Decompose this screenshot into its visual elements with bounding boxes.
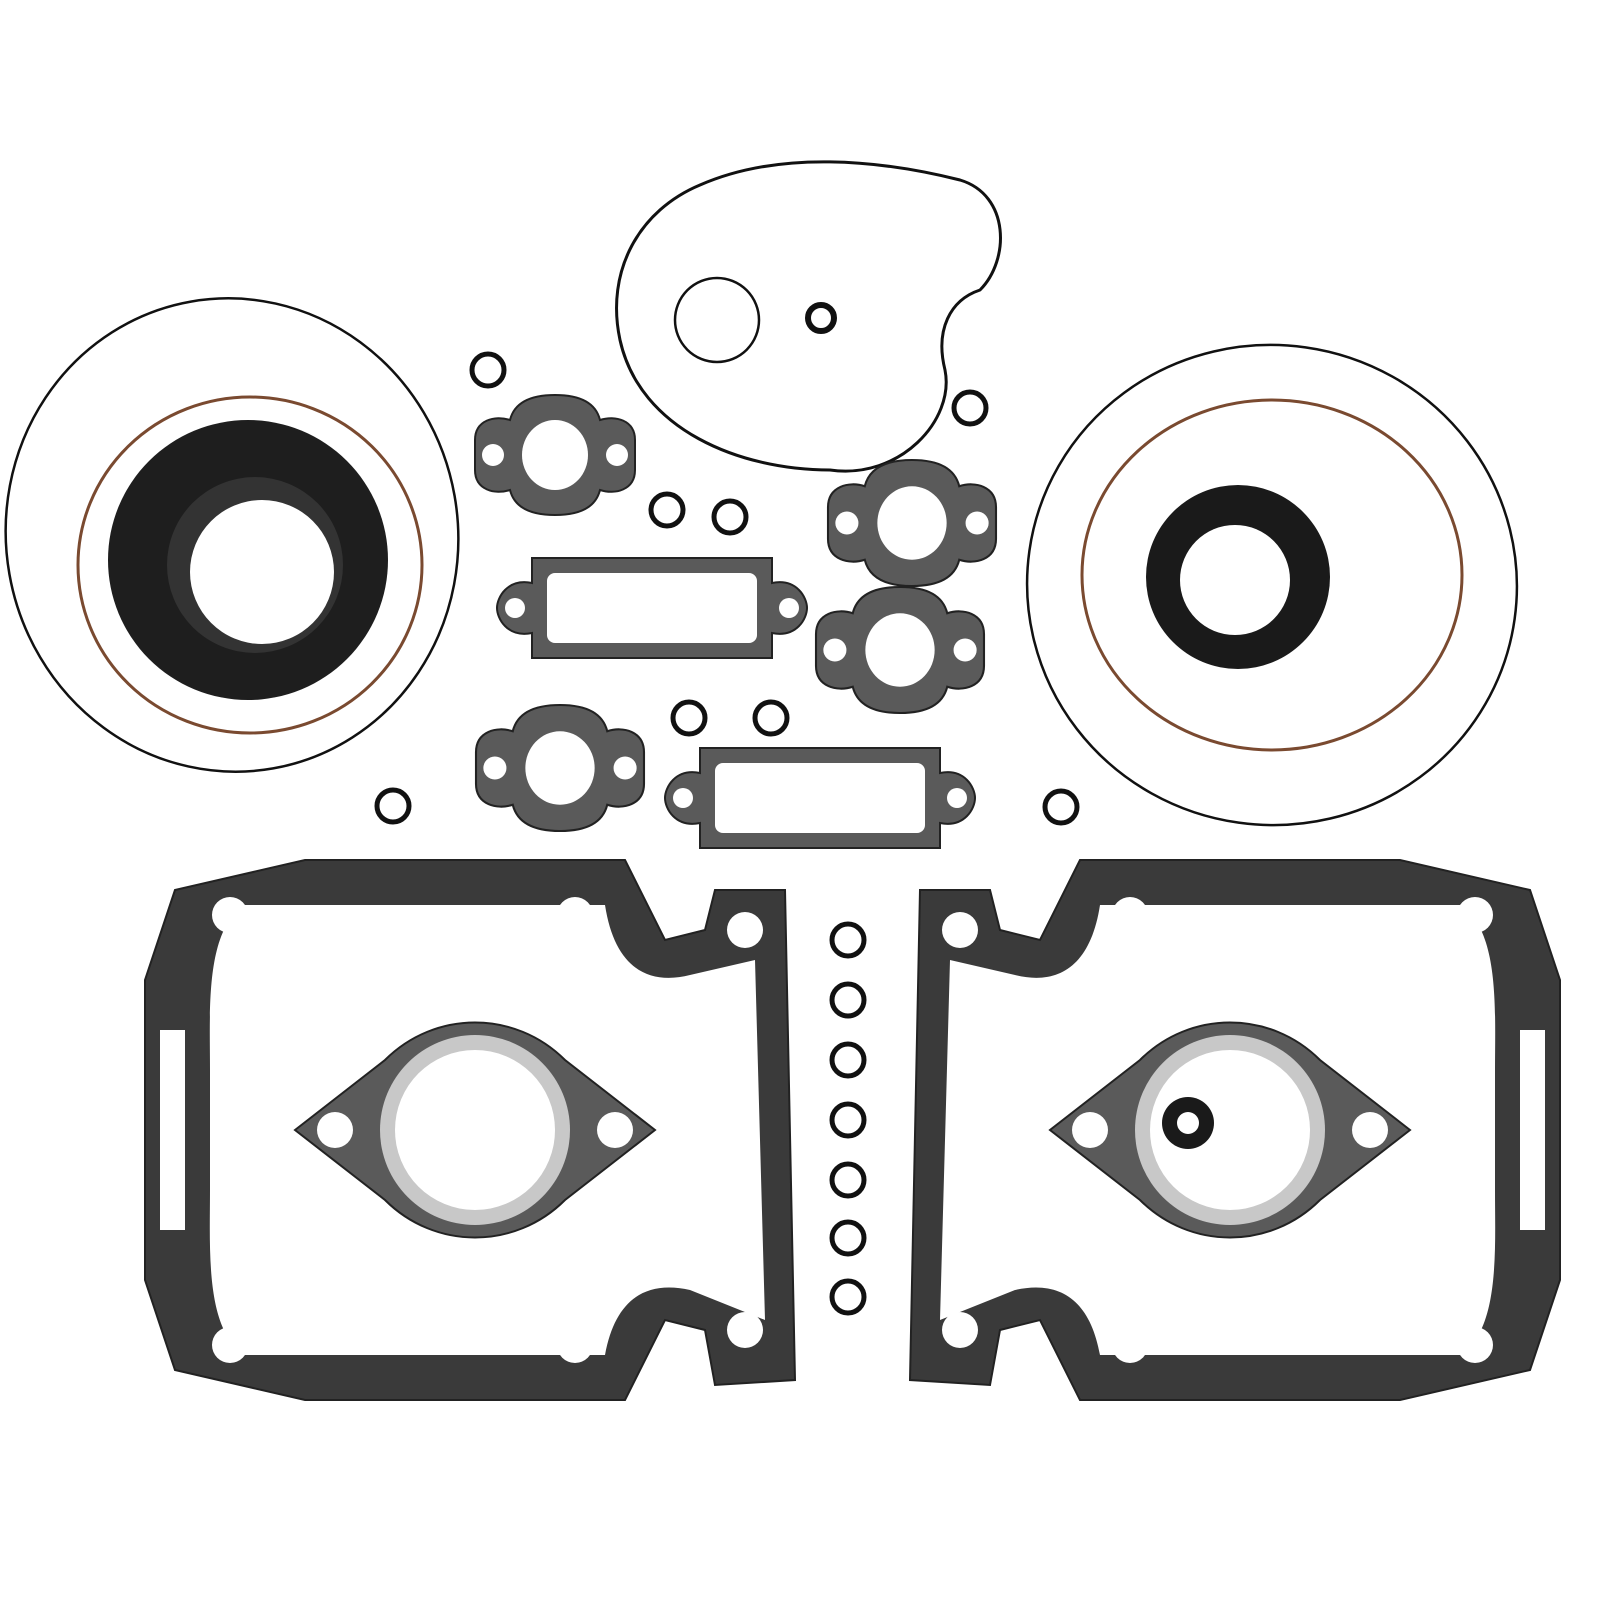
small-oring [648, 491, 686, 529]
right-copper-ring [1080, 398, 1464, 752]
intake-gasket [814, 585, 986, 715]
bolt-hole [1457, 897, 1493, 933]
bolt-hole [1112, 1327, 1148, 1363]
cover-oring [615, 160, 1002, 473]
bolt-hole [557, 1327, 593, 1363]
small-oring [374, 787, 412, 825]
small-oring [670, 699, 708, 737]
rect-gaskets [495, 557, 977, 849]
bolt-hole [727, 1312, 763, 1348]
small-oring [829, 1101, 867, 1139]
small-oring [829, 1278, 867, 1316]
bolt-hole [942, 912, 978, 948]
small-oring [829, 1041, 867, 1079]
small-oring [829, 1161, 867, 1199]
left-seal-bore [190, 500, 334, 644]
intake-gasket [826, 458, 998, 588]
intake-gaskets [474, 393, 998, 833]
right-cylinder-gasket [908, 859, 1561, 1401]
small-oring [829, 921, 867, 959]
small-oring [829, 981, 867, 1019]
small-oring [1042, 788, 1080, 826]
small-orings [374, 351, 1080, 1316]
small-oring [752, 699, 790, 737]
right-seal-bore [1180, 525, 1290, 635]
bolt-hole [557, 897, 593, 933]
left-cylinder-gasket [144, 859, 797, 1401]
small-oring [469, 351, 507, 389]
bolt-hole [1112, 897, 1148, 933]
bolt-hole [942, 1312, 978, 1348]
left-copper-ring [76, 395, 424, 735]
bolt-hole [212, 1327, 248, 1363]
exhaust-rect-gasket [495, 557, 809, 659]
small-oring [829, 1219, 867, 1257]
small-oring [711, 498, 749, 536]
exhaust-rect-gasket [663, 747, 977, 849]
cylinder-gaskets [144, 859, 1561, 1401]
intake-gasket [474, 703, 646, 833]
cover-inner-oring [673, 276, 761, 364]
bolt-hole [212, 897, 248, 933]
small-oring [951, 389, 989, 427]
left-large-oring [4, 297, 460, 773]
intake-gasket [474, 393, 636, 517]
small-oring [805, 302, 837, 334]
bolt-hole [727, 912, 763, 948]
right-large-oring [1025, 343, 1519, 827]
small-seal-bore [1177, 1112, 1199, 1134]
bolt-hole [1457, 1327, 1493, 1363]
